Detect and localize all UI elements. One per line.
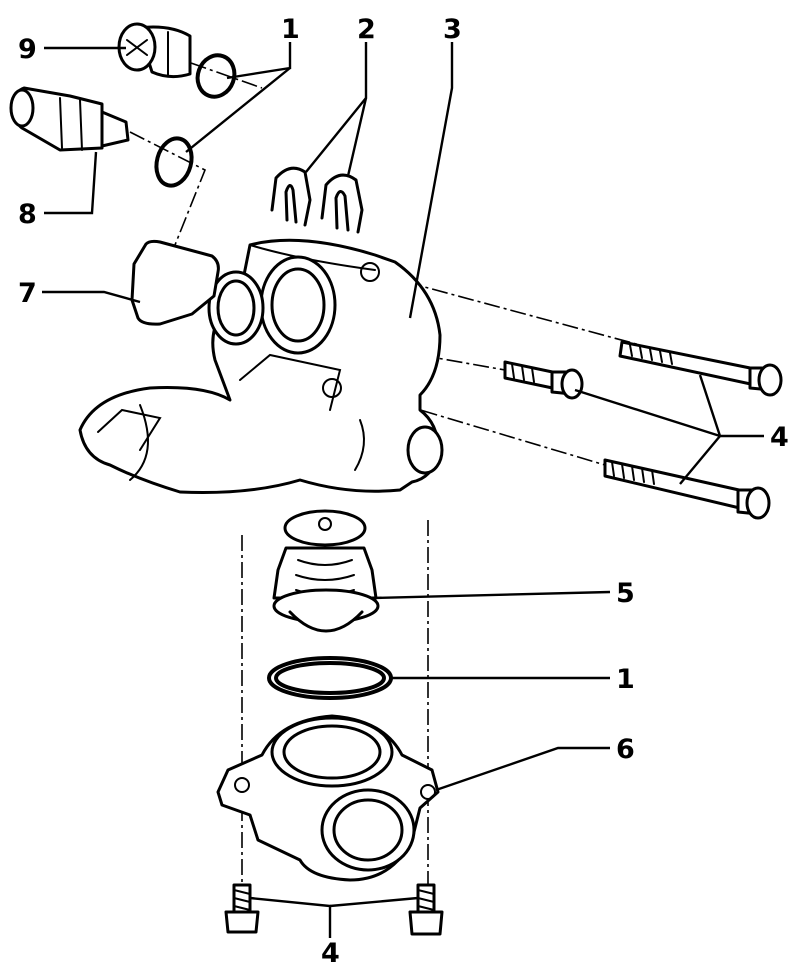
cap-plug (117, 22, 192, 79)
callout-1-o-ring: 1 (281, 14, 300, 45)
callout-3-thermostat-housing: 3 (443, 14, 462, 45)
temperature-sender (9, 86, 130, 152)
callout-4-bolts: 4 (770, 422, 789, 453)
callout-7-gasket: 7 (18, 278, 37, 309)
callout-4-cover-bolts: 4 (321, 938, 340, 966)
o-ring (154, 53, 237, 188)
callout-5-thermostat: 5 (616, 578, 635, 609)
thermostat-housing (78, 238, 444, 494)
gasket (130, 239, 220, 326)
o-ring (267, 656, 393, 700)
cover-bolt (224, 883, 260, 934)
long-bolt (618, 340, 783, 397)
callout-1-o-ring-lower: 1 (616, 664, 635, 695)
spring-clip (270, 166, 364, 234)
callout-2-spring-clip: 2 (357, 14, 376, 45)
thermostat-cover (216, 714, 440, 882)
callout-8-temperature-sender: 8 (18, 199, 37, 230)
callout-9-cap-plug: 9 (18, 34, 37, 65)
cover-bolt (408, 883, 444, 936)
short-bolt (503, 360, 584, 400)
long-bolt (603, 458, 771, 520)
thermostat (272, 509, 380, 633)
callout-6-thermostat-cover: 6 (616, 734, 635, 765)
leader-lines (42, 42, 764, 938)
